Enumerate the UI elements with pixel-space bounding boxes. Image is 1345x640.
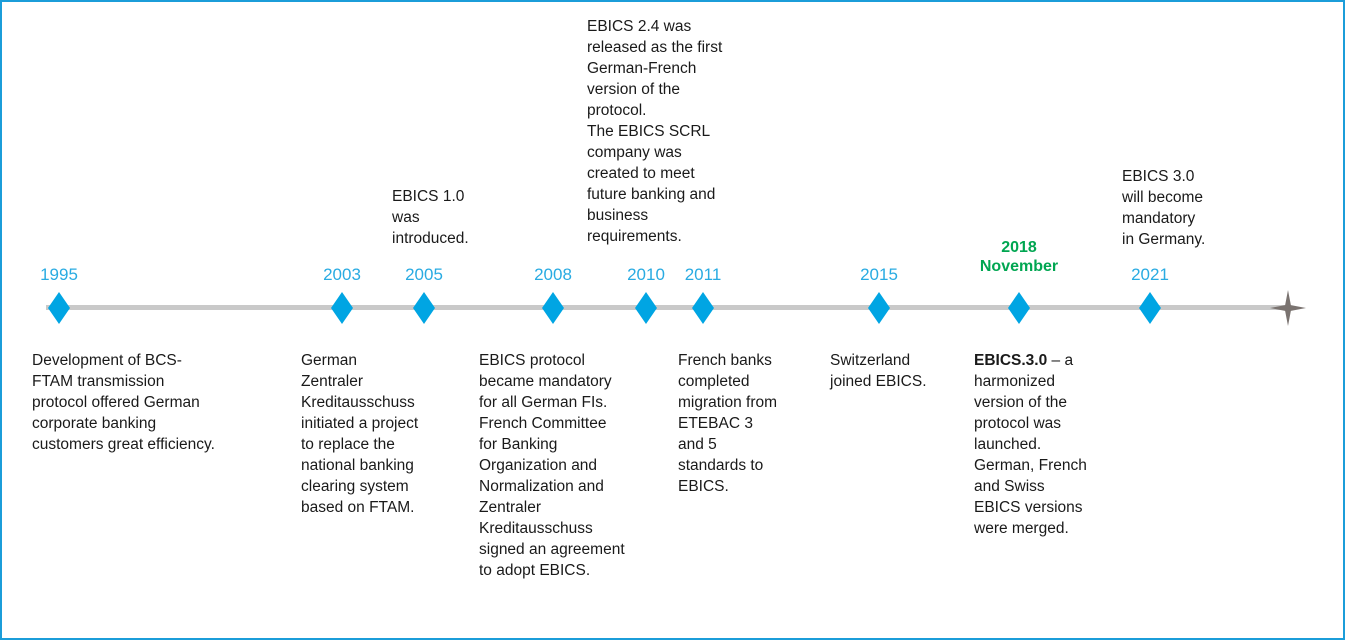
year-label-e2021: 2021 [1131,265,1169,284]
timeline-marker-e2010[interactable] [635,292,657,324]
year-label-e1995: 1995 [40,265,78,284]
year-label-e2003: 2003 [323,265,361,284]
timeline-marker-e2011[interactable] [692,292,714,324]
event-note-below-e2003: German Zentraler Kreditausschuss initiat… [301,352,419,516]
timeline-marker-e2021[interactable] [1139,292,1161,324]
year-label-e2011: 2011 [684,265,722,284]
timeline-marker-e2008[interactable] [542,292,564,324]
event-note-below-e1995: Development of BCS- FTAM transmission pr… [32,352,215,453]
event-note-below-e2008: EBICS protocol became mandatory for all … [479,352,625,579]
event-note-above-e2021: EBICS 3.0 will become mandatory in Germa… [1122,168,1206,248]
event-note-below-e2015: Switzerland joined EBICS. [830,352,927,390]
event-note-below-e2018: EBICS.3.0 – a harmonized version of the … [974,352,1087,537]
four-pointed-star-icon [1270,290,1306,326]
timeline-marker-e2003[interactable] [331,292,353,324]
timeline-marker-e1995[interactable] [48,292,70,324]
timeline-marker-e2015[interactable] [868,292,890,324]
year-label-e2010: 2010 [627,265,665,284]
year-label-e2008: 2008 [534,265,572,284]
timeline-marker-e2005[interactable] [413,292,435,324]
year-label-e2015: 2015 [860,265,898,284]
event-note-below-e2011: French banks completed migration from ET… [678,352,778,495]
timeline-axis [46,305,1288,310]
event-note-above-e2005: EBICS 1.0 was introduced. [392,188,469,247]
event-note-above-e2010: EBICS 2.4 was released as the first Germ… [587,18,723,245]
year-label-e2005: 2005 [405,265,443,284]
timeline-marker-e2018[interactable] [1008,292,1030,324]
